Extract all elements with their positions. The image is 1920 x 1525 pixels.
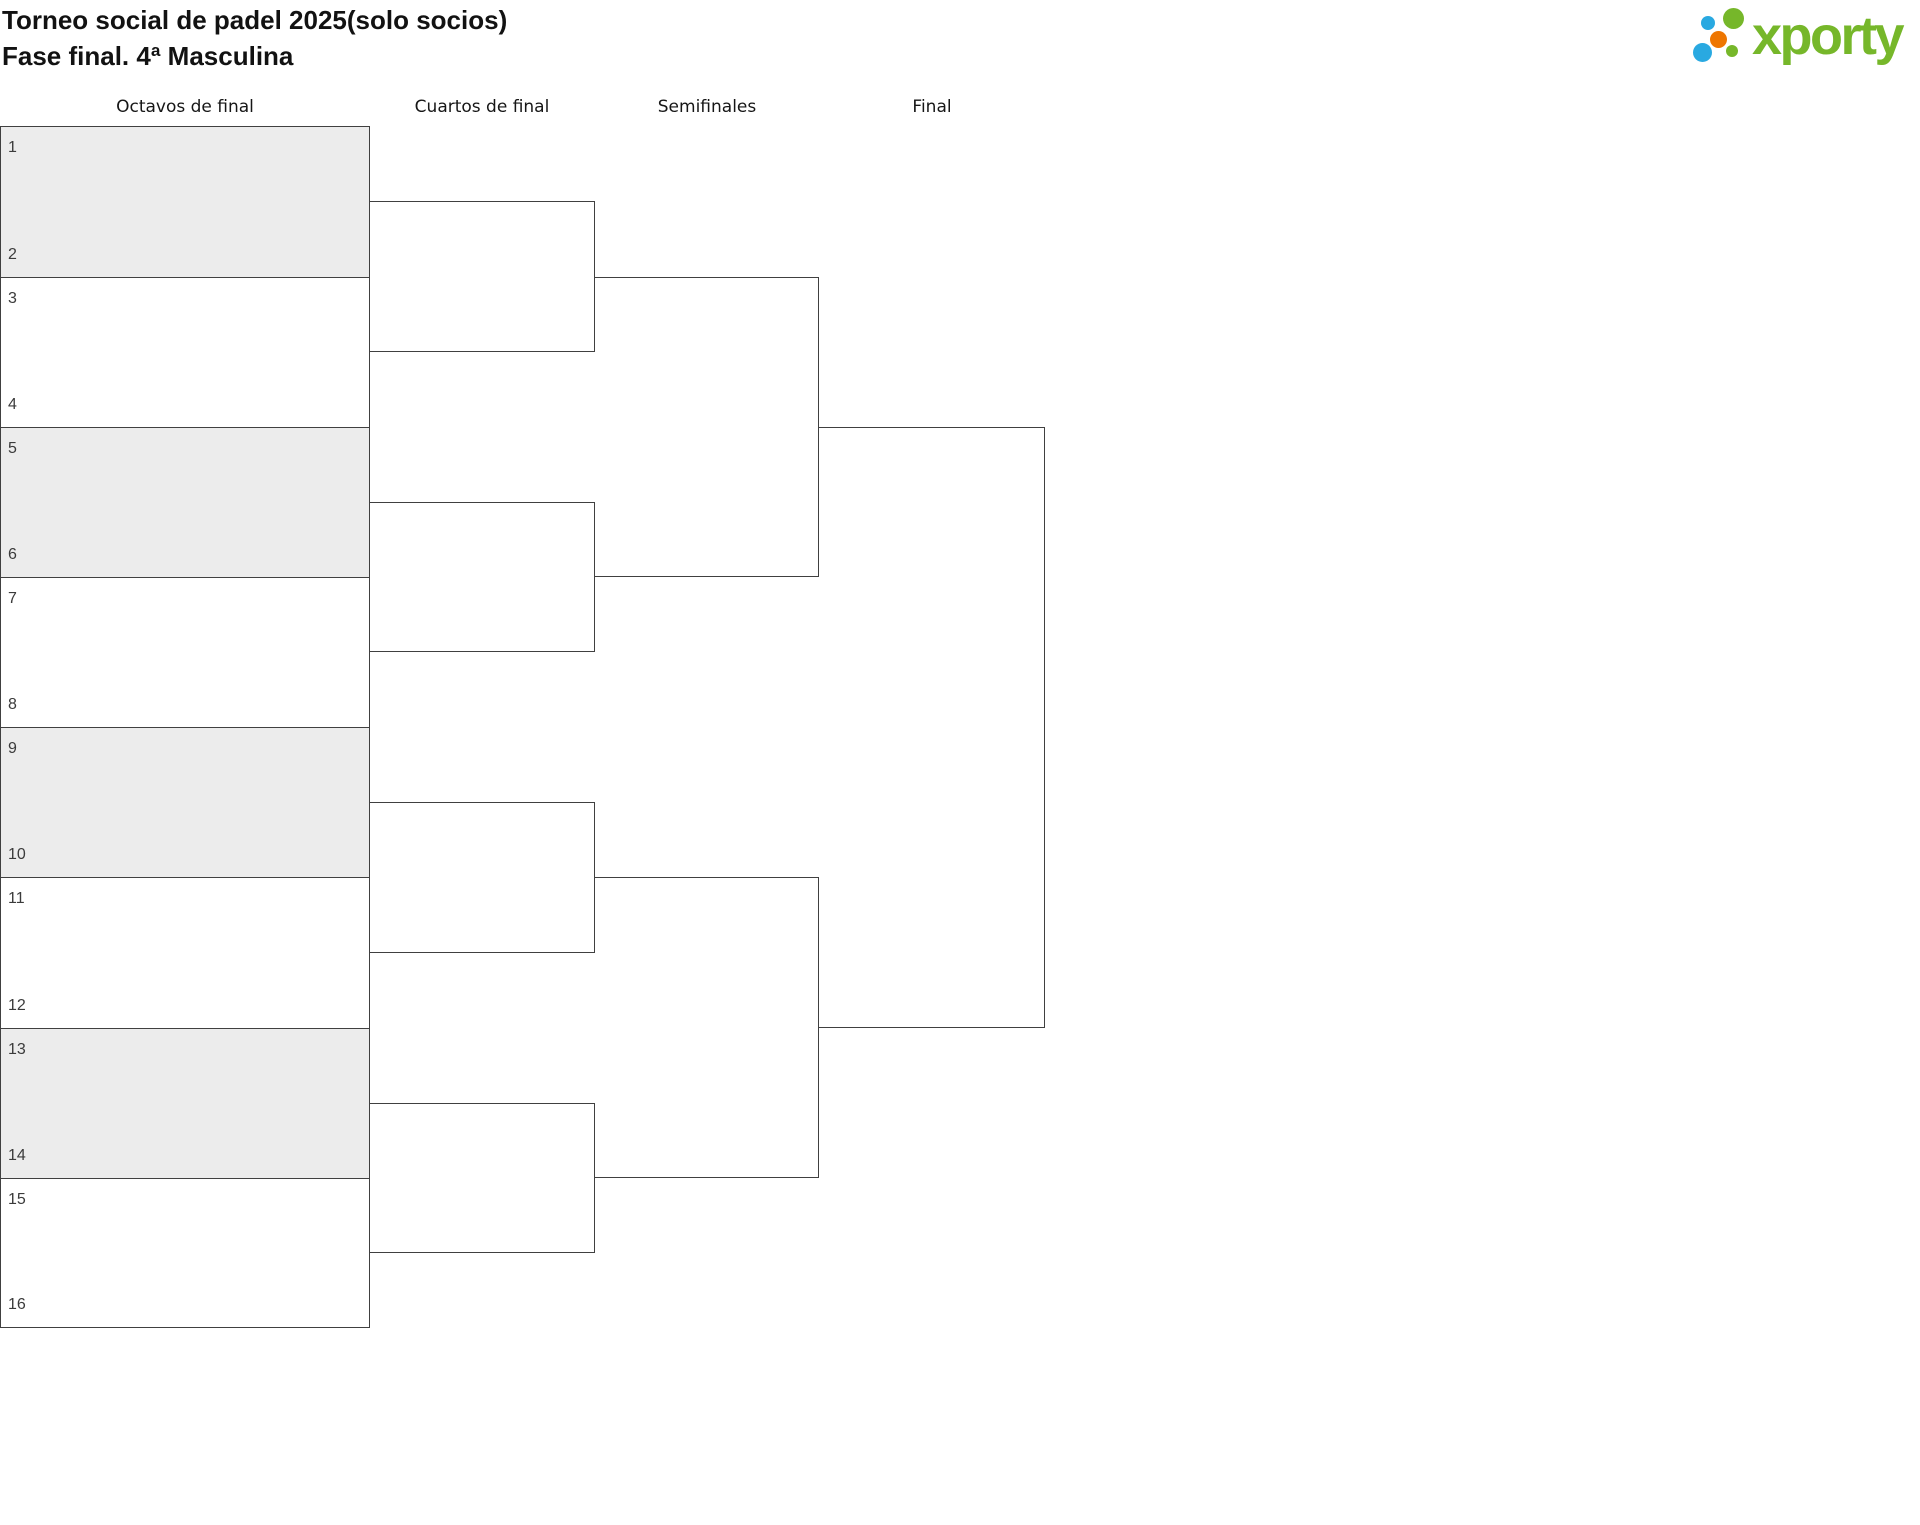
slot-number: 9	[8, 740, 17, 757]
match-box-octavos-2[interactable]: 3 4	[0, 277, 370, 427]
match-box-cuartos-2[interactable]	[370, 502, 595, 652]
slot-number: 4	[8, 396, 17, 413]
match-box-octavos-1[interactable]: 1 2	[0, 126, 370, 277]
match-box-cuartos-3[interactable]	[370, 802, 595, 953]
logo-dot-green-small-icon	[1726, 45, 1738, 57]
round-header-final: Final	[912, 97, 952, 117]
logo-wordmark: xporty	[1752, 6, 1905, 66]
match-box-octavos-7[interactable]: 13 14	[0, 1028, 370, 1178]
page-subtitle: Fase final. 4ª Masculina	[2, 41, 294, 71]
round-header-octavos: Octavos de final	[116, 97, 254, 117]
slot-number: 10	[8, 846, 26, 863]
match-box-octavos-5[interactable]: 9 10	[0, 727, 370, 877]
slot-number: 3	[8, 290, 17, 307]
logo-dot-blue-small-icon	[1701, 16, 1715, 30]
slot-number: 7	[8, 590, 17, 607]
slot-number: 6	[8, 546, 17, 563]
slot-number: 5	[8, 440, 17, 457]
slot-number: 11	[8, 890, 25, 907]
slot-number: 15	[8, 1191, 26, 1208]
logo-dot-orange-icon	[1710, 31, 1727, 48]
round-header-semifinales: Semifinales	[657, 97, 757, 117]
match-box-cuartos-4[interactable]	[370, 1103, 595, 1253]
match-box-octavos-4[interactable]: 7 8	[0, 577, 370, 727]
match-box-octavos-6[interactable]: 11 12	[0, 877, 370, 1028]
slot-number: 8	[8, 696, 17, 713]
slot-number: 13	[8, 1041, 26, 1058]
logo-dot-blue-large-icon	[1693, 43, 1712, 62]
slot-number: 14	[8, 1147, 26, 1164]
slot-number: 2	[8, 246, 17, 263]
match-box-cuartos-1[interactable]	[370, 201, 595, 352]
title-block: Torneo social de padel 2025(solo socios)…	[2, 2, 507, 74]
match-box-final[interactable]	[819, 427, 1045, 1028]
match-box-semifinal-1[interactable]	[595, 277, 819, 577]
round-header-cuartos: Cuartos de final	[414, 97, 550, 117]
slot-number: 12	[8, 997, 26, 1014]
logo-dot-green-large-icon	[1723, 8, 1744, 29]
xporty-logo[interactable]: xporty	[1690, 0, 1918, 78]
slot-number: 16	[8, 1296, 26, 1313]
match-box-octavos-8[interactable]: 15 16	[0, 1178, 370, 1328]
match-box-semifinal-2[interactable]	[595, 877, 819, 1178]
page-title: Torneo social de padel 2025(solo socios)	[2, 5, 508, 35]
slot-number: 1	[8, 139, 17, 156]
match-box-octavos-3[interactable]: 5 6	[0, 427, 370, 577]
